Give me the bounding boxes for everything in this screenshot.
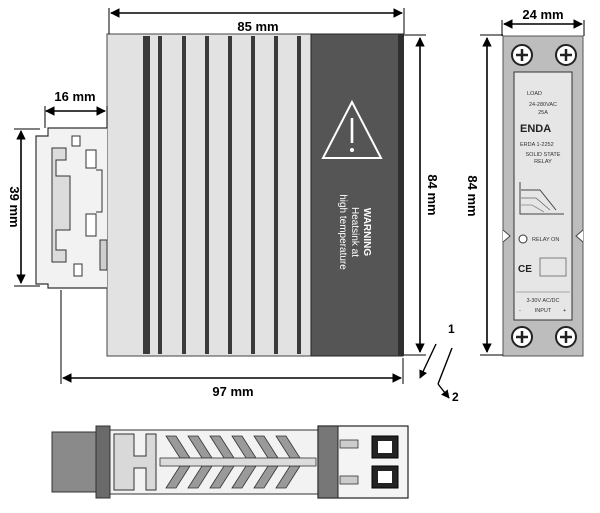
front-input-label: INPUT xyxy=(535,308,552,314)
front-ce-mark: CE xyxy=(518,264,532,275)
dim-width-total: 97 mm xyxy=(212,384,253,399)
side-view: WARNING Heatsink at high temperature 85 … xyxy=(7,8,459,404)
screw-bottom-left-icon xyxy=(511,326,533,348)
heatsink-fins xyxy=(143,36,301,354)
mount-step-2: 2 xyxy=(452,390,459,404)
dim-width-front: 24 mm xyxy=(522,7,563,22)
mount-step-1: 1 xyxy=(448,322,455,336)
front-led-label: RELAY ON xyxy=(532,237,559,243)
top-view xyxy=(51,425,409,499)
front-plus: + xyxy=(563,308,566,314)
dim-height-main: 84 mm xyxy=(425,174,440,215)
dim-height-front: 84 mm xyxy=(465,175,480,216)
derating-graph-icon xyxy=(519,182,564,215)
front-minus: - xyxy=(519,308,521,314)
front-input-range: 3-30V AC/DC xyxy=(526,298,559,304)
relay-on-led-icon xyxy=(518,234,528,244)
front-load-label: LOAD xyxy=(527,91,542,97)
top-view-fins xyxy=(165,435,301,489)
front-view: LOAD 24-280VAC 25A ENDA ERDA 1-2252 SOLI… xyxy=(465,7,585,357)
front-current: 25A xyxy=(538,110,548,116)
dim-width-top: 85 mm xyxy=(237,19,278,34)
warning-line-3: high temperature xyxy=(337,194,348,270)
screw-top-left-icon xyxy=(511,44,533,66)
dim-rail-depth: 16 mm xyxy=(54,89,95,104)
front-type-1: SOLID STATE xyxy=(526,152,561,158)
warning-panel xyxy=(310,33,404,357)
warning-line-2: Heatsink at xyxy=(349,207,360,257)
screw-bottom-right-icon xyxy=(555,326,577,348)
warning-title: WARNING xyxy=(361,208,372,257)
front-model: ERDA 1-2252 xyxy=(520,142,554,148)
front-type-2: RELAY xyxy=(534,159,552,165)
warning-triangle-icon xyxy=(321,99,383,159)
front-brand: ENDA xyxy=(520,123,551,135)
dim-rail-height: 39 mm xyxy=(7,186,22,227)
front-voltage: 24-280VAC xyxy=(529,102,557,108)
din-rail-clip xyxy=(35,127,108,289)
screw-top-right-icon xyxy=(555,44,577,66)
mounting-steps: 1 2 xyxy=(419,322,459,404)
front-face xyxy=(513,71,573,321)
